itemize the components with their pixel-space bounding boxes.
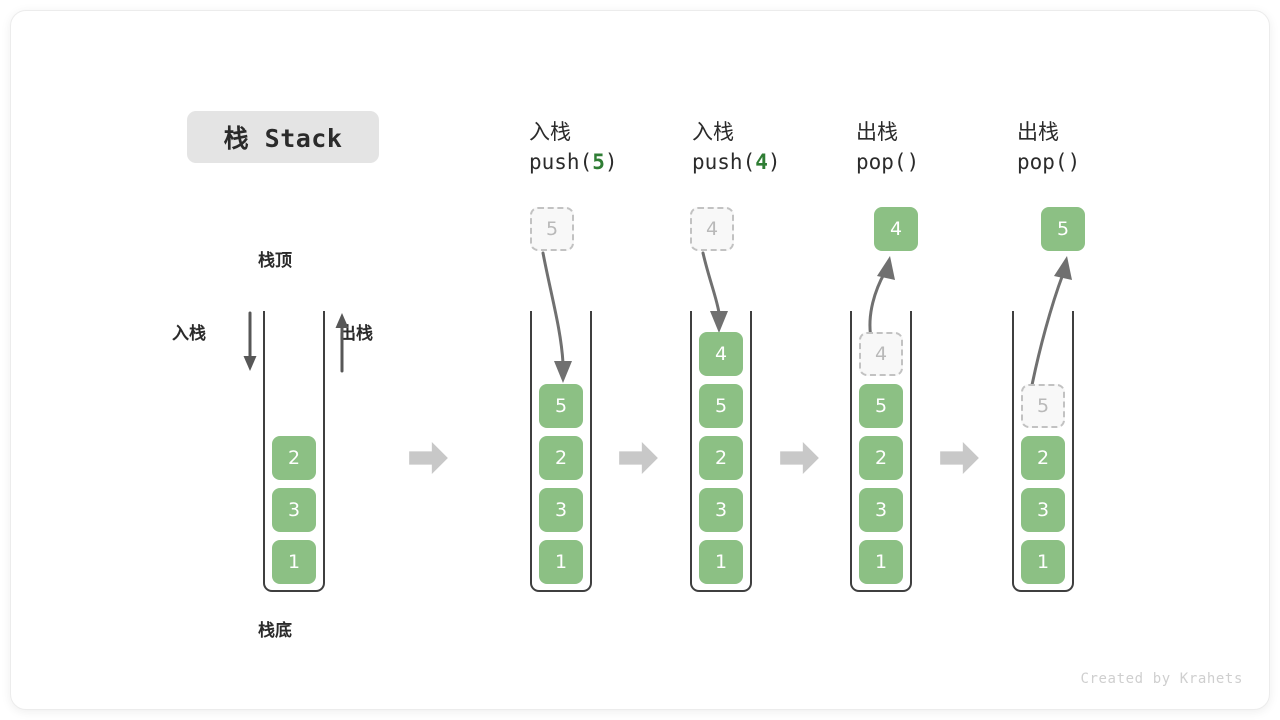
step-header: 出栈 pop() bbox=[856, 117, 919, 178]
stack-element-ghost[interactable]: 5 bbox=[1021, 384, 1065, 428]
step-operation-label: 入栈 bbox=[692, 120, 734, 144]
step-stack-elements: 5 2 3 1 bbox=[1021, 384, 1065, 584]
code-prefix: push( bbox=[529, 150, 593, 175]
stack-element[interactable]: 3 bbox=[539, 488, 583, 532]
stack-element[interactable]: 2 bbox=[539, 436, 583, 480]
stack-element[interactable]: 4 bbox=[699, 332, 743, 376]
stack-element[interactable]: 3 bbox=[272, 488, 316, 532]
step-stack-tube bbox=[530, 311, 592, 592]
step-header: 入栈 push(4) bbox=[692, 117, 781, 178]
curved-up-arrow-icon bbox=[1029, 256, 1072, 392]
stack-element[interactable]: 5 bbox=[699, 384, 743, 428]
right-arrow-icon bbox=[780, 441, 819, 475]
step-operation-label: 出栈 bbox=[1017, 120, 1059, 144]
code-argument: 5 bbox=[592, 150, 605, 175]
code-prefix: pop( bbox=[856, 150, 907, 175]
code-suffix: ) bbox=[1067, 150, 1081, 175]
stack-element[interactable]: 1 bbox=[699, 540, 743, 584]
step-operation-label: 入栈 bbox=[529, 120, 571, 144]
floating-element-ghost[interactable]: 5 bbox=[530, 207, 574, 251]
code-suffix: ) bbox=[604, 150, 618, 175]
step-operation-label: 出栈 bbox=[856, 120, 898, 144]
pop-direction-arrow-icon bbox=[335, 313, 349, 373]
stack-element[interactable]: 5 bbox=[539, 384, 583, 428]
push-direction-arrow-icon bbox=[243, 311, 257, 371]
stack-element[interactable]: 3 bbox=[699, 488, 743, 532]
stack-element[interactable]: 2 bbox=[1021, 436, 1065, 480]
pop-side-label: 出栈 bbox=[339, 324, 373, 344]
step-stack-elements: 4 5 2 3 1 bbox=[859, 332, 903, 584]
base-stack-tube bbox=[263, 311, 325, 592]
step-stack-elements: 4 5 2 3 1 bbox=[699, 332, 743, 584]
stack-bottom-label: 栈底 bbox=[258, 621, 292, 641]
curved-up-arrow-icon bbox=[868, 256, 895, 340]
push-side-label: 入栈 bbox=[172, 324, 206, 344]
base-stack-elements: 2 3 1 bbox=[272, 436, 316, 584]
step-stack-tube bbox=[850, 311, 912, 592]
floating-element-ghost[interactable]: 4 bbox=[690, 207, 734, 251]
title-badge: 栈 Stack bbox=[187, 111, 379, 163]
step-header: 出栈 pop() bbox=[1017, 117, 1080, 178]
stack-element[interactable]: 2 bbox=[859, 436, 903, 480]
step-code-label: push(4) bbox=[692, 147, 781, 177]
right-arrow-icon bbox=[619, 441, 658, 475]
right-arrow-icon bbox=[409, 441, 448, 475]
stack-element[interactable]: 1 bbox=[272, 540, 316, 584]
stack-top-label: 栈顶 bbox=[258, 251, 292, 271]
diagram-card: 栈 Stack 栈顶 栈底 入栈 出栈 2 3 1 入栈 bbox=[10, 10, 1270, 710]
curved-down-arrow-icon bbox=[701, 251, 728, 333]
stack-element[interactable]: 1 bbox=[859, 540, 903, 584]
step-code-label: pop() bbox=[856, 147, 919, 177]
curved-down-arrow-icon bbox=[541, 251, 572, 383]
code-suffix: ) bbox=[906, 150, 920, 175]
stack-element[interactable]: 1 bbox=[1021, 540, 1065, 584]
code-argument: 4 bbox=[755, 150, 768, 175]
step-stack-tube bbox=[1012, 311, 1074, 592]
right-arrow-icon bbox=[940, 441, 979, 475]
code-prefix: pop( bbox=[1017, 150, 1068, 175]
stack-element-ghost[interactable]: 4 bbox=[859, 332, 903, 376]
stack-element[interactable]: 2 bbox=[699, 436, 743, 480]
stack-element[interactable]: 3 bbox=[859, 488, 903, 532]
title-badge-label: 栈 Stack bbox=[223, 124, 343, 153]
watermark-credit: Created by Krahets bbox=[1080, 671, 1243, 687]
stack-element[interactable]: 5 bbox=[859, 384, 903, 428]
step-stack-elements: 5 2 3 1 bbox=[539, 384, 583, 584]
stack-element[interactable]: 1 bbox=[539, 540, 583, 584]
code-suffix: ) bbox=[767, 150, 781, 175]
step-code-label: push(5) bbox=[529, 147, 618, 177]
floating-element-popped[interactable]: 5 bbox=[1041, 207, 1085, 251]
step-header: 入栈 push(5) bbox=[529, 117, 618, 178]
stack-element[interactable]: 2 bbox=[272, 436, 316, 480]
step-code-label: pop() bbox=[1017, 147, 1080, 177]
step-stack-tube bbox=[690, 311, 752, 592]
stack-element[interactable]: 3 bbox=[1021, 488, 1065, 532]
floating-element-popped[interactable]: 4 bbox=[874, 207, 918, 251]
code-prefix: push( bbox=[692, 150, 756, 175]
